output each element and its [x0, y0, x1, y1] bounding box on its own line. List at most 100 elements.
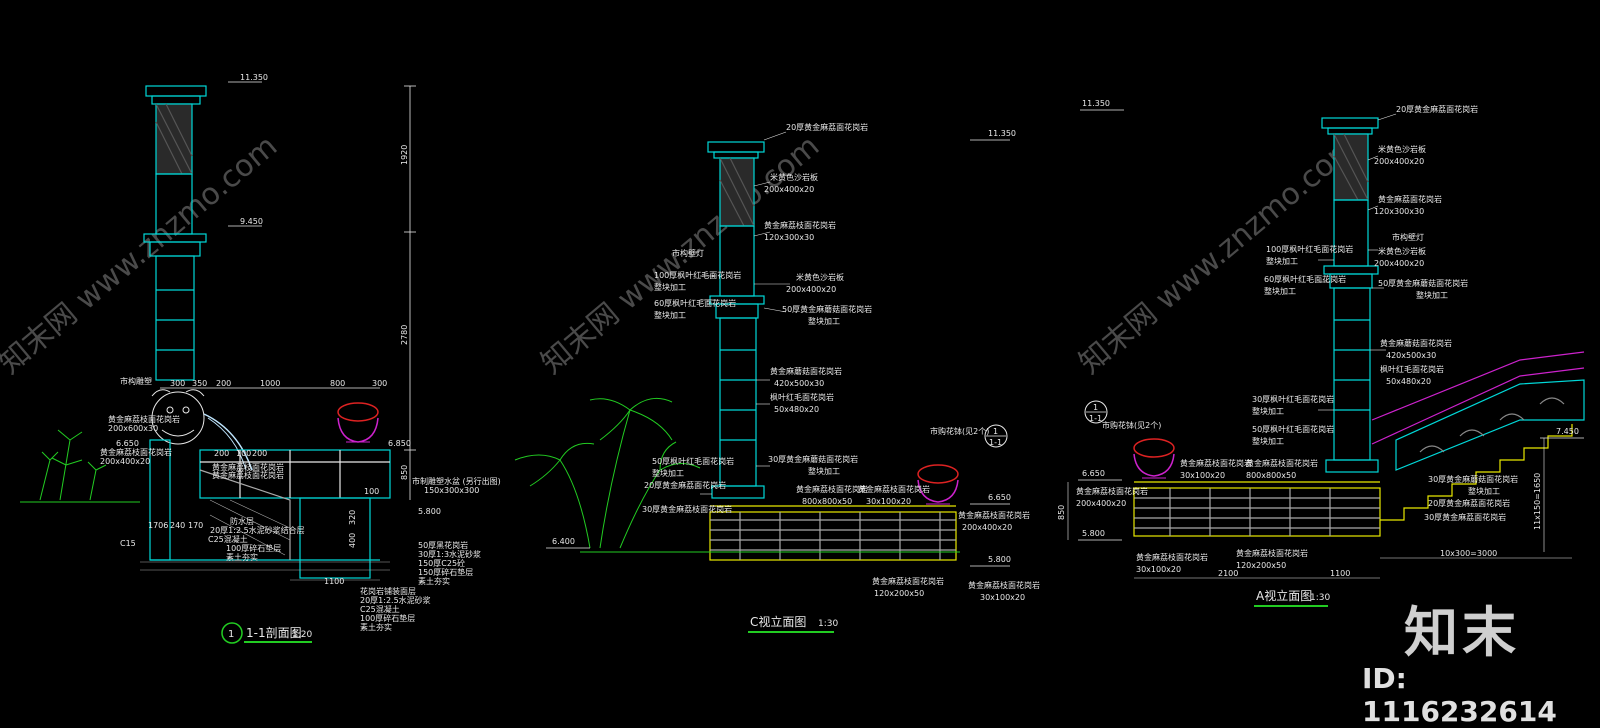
a-dim-3000: 10x300=3000: [1440, 549, 1497, 558]
c-label-3: 黄金麻荔枝面花岗岩: [764, 220, 836, 230]
dim-h-100a: 100: [236, 449, 251, 458]
sv-label-21: C25混凝土: [360, 604, 400, 614]
c-label-12: 50厚黄金麻蘑菇面花岗岩: [782, 304, 872, 314]
watermark-1: 知末网 www.znzmo.com: [0, 129, 284, 381]
a-label-8: 米黄色沙岩板: [1378, 246, 1426, 256]
c-label-17: 420x500x30: [774, 379, 824, 388]
dim-h-300a: 300: [170, 379, 185, 388]
c-elev-6650: 6.650: [988, 493, 1011, 502]
image-id-label: ID: 1116232614: [1362, 662, 1557, 728]
sv-label-7: 市制雕塑水盆 (另行出图): [412, 476, 501, 486]
a-dim-850: 850: [1057, 505, 1066, 520]
c-label-28: 市购花钵(见2个): [930, 426, 989, 436]
a-dim-1650: 11x150=1650: [1533, 473, 1542, 530]
c-label-4: 120x300x30: [764, 233, 814, 242]
sv-label-27: C15: [120, 539, 136, 548]
c-label-23: 整块加工: [808, 466, 840, 476]
sv-label-8: 150x300x300: [424, 486, 479, 495]
c-column: [707, 141, 765, 499]
a-label-7: 整块加工: [1266, 256, 1298, 266]
a-label-10: 60厚枫叶红毛面花岗岩: [1264, 274, 1346, 284]
section-view: 11.350 9.450 6.650 6.850 5.800 1920 2780…: [20, 73, 501, 644]
a-stair-railing: [1371, 351, 1585, 471]
dim-320: 320: [348, 510, 357, 525]
a-elev-11350: 11.350: [1082, 99, 1110, 108]
a-column: [1321, 117, 1379, 473]
a-label-35: 黄金麻荔枝面花岗岩: [1236, 548, 1308, 558]
c-label-27: 30x100x20: [866, 497, 911, 506]
c-label-13: 整块加工: [808, 316, 840, 326]
dim-h-1100: 1100: [324, 577, 344, 586]
section-title: 1-1剖面图: [246, 626, 302, 640]
c-label-10: 60厚枫叶红毛面花岗岩: [654, 298, 736, 308]
water-jet: [203, 413, 253, 471]
c-label-8: 米黄色沙岩板: [796, 272, 844, 282]
a-label-28: 200x400x20: [1076, 499, 1126, 508]
c-leaders: [700, 131, 790, 495]
a-label-36: 120x200x50: [1236, 561, 1286, 570]
c-label-34: 30x100x20: [980, 593, 1025, 602]
a-label-25: 黄金麻荔枝面花岗岩: [1246, 458, 1318, 468]
section-plants: [20, 429, 140, 503]
c-label-15: 30厚黄金麻荔枝面花岗岩: [642, 504, 732, 514]
a-label-18: 30厚枫叶红毛面花岗岩: [1252, 394, 1334, 404]
c-ref-sub: 1-1: [989, 438, 1002, 447]
sv-label-5: 黄金麻荔枝面花岗岩: [212, 462, 284, 472]
a-dims: [1067, 438, 1572, 579]
c-label-29: 黄金麻荔枝面花岗岩: [958, 510, 1030, 520]
a-label-2: 200x400x20: [1374, 157, 1424, 166]
c-flower-pot: [917, 464, 959, 505]
a-elev-7450: 7.450: [1556, 427, 1579, 436]
c-ref-circle: [984, 424, 1008, 448]
c-label-30: 200x400x20: [962, 523, 1012, 532]
a-label-12: 50厚黄金麻蘑菇面花岗岩: [1378, 278, 1468, 288]
a-label-31: 20厚黄金麻荔面花岗岩: [1428, 498, 1510, 508]
a-label-9: 200x400x20: [1374, 259, 1424, 268]
a-label-14: 黄金麻蘑菇面花岗岩: [1380, 338, 1452, 348]
c-label-0: 20厚黄金麻荔面花岗岩: [786, 122, 868, 132]
c-label-19: 50x480x20: [774, 405, 819, 414]
section-title-scale: 1:20: [292, 630, 312, 640]
sv-label-15: 30厚1:3水泥砂浆: [418, 549, 481, 559]
c-label-14: 20厚黄金麻荔面花岗岩: [644, 480, 726, 490]
c-elevation: 1 1-1 11.350 6.650 6.400 5.800 20厚黄金麻荔面花…: [514, 122, 1040, 633]
section-title-circle: [221, 622, 243, 644]
c-ref-symbol: 1: [993, 427, 998, 436]
c-elev-5800: 5.800: [988, 555, 1011, 564]
section-flower-pot: [337, 402, 379, 443]
a-label-17: 50x480x20: [1386, 377, 1431, 386]
sv-label-12: 100厚碎石垫层: [226, 543, 281, 553]
sv-label-24: 1706: [148, 521, 168, 530]
c-label-26: 黄金麻荔枝面花岗岩: [858, 484, 930, 494]
c-label-24: 黄金麻荔枝面花岗岩: [796, 484, 868, 494]
c-label-18: 枫叶红毛面花岗岩: [770, 392, 834, 402]
c-label-9: 200x400x20: [786, 285, 836, 294]
a-label-6: 100厚枫叶红毛面花岗岩: [1266, 244, 1353, 254]
brand-logo: 知末: [1404, 601, 1520, 664]
a-elev-5800: 5.800: [1082, 529, 1105, 538]
dim-h-800: 800: [330, 379, 345, 388]
sv-label-20: 20厚1:2.5水泥砂浆: [360, 595, 431, 605]
c-elev-6400: 6.400: [552, 537, 575, 546]
c-label-6: 100厚枫叶红毛面花岗岩: [654, 270, 741, 280]
sv-label-0: 市构雕塑: [120, 376, 152, 386]
a-label-26: 800x800x50: [1246, 471, 1296, 480]
a-label-11: 整块加工: [1264, 286, 1296, 296]
sv-label-23: 素土夯实: [360, 622, 392, 632]
a-label-24: 30x100x20: [1180, 471, 1225, 480]
c-label-11: 整块加工: [654, 310, 686, 320]
a-label-3: 黄金麻荔面花岗岩: [1378, 194, 1442, 204]
c-title: C视立面图: [750, 614, 806, 629]
a-dim-2100: 2100: [1218, 569, 1238, 578]
sv-label-25: 240: [170, 521, 185, 530]
c-label-25: 800x800x50: [802, 497, 852, 506]
dim-h-1000: 1000: [260, 379, 280, 388]
a-label-29: 30厚黄金麻蘑菇面花岗岩: [1428, 474, 1518, 484]
a-leaders: [1318, 113, 1397, 411]
a-flower-pot: [1133, 438, 1175, 479]
a-label-16: 枫叶红毛面花岗岩: [1380, 364, 1444, 374]
sv-label-4: 200x400x20: [100, 457, 150, 466]
dim-h-200c: 200: [252, 449, 267, 458]
sv-label-1: 黄金麻荔枝面花岗岩: [108, 414, 180, 424]
